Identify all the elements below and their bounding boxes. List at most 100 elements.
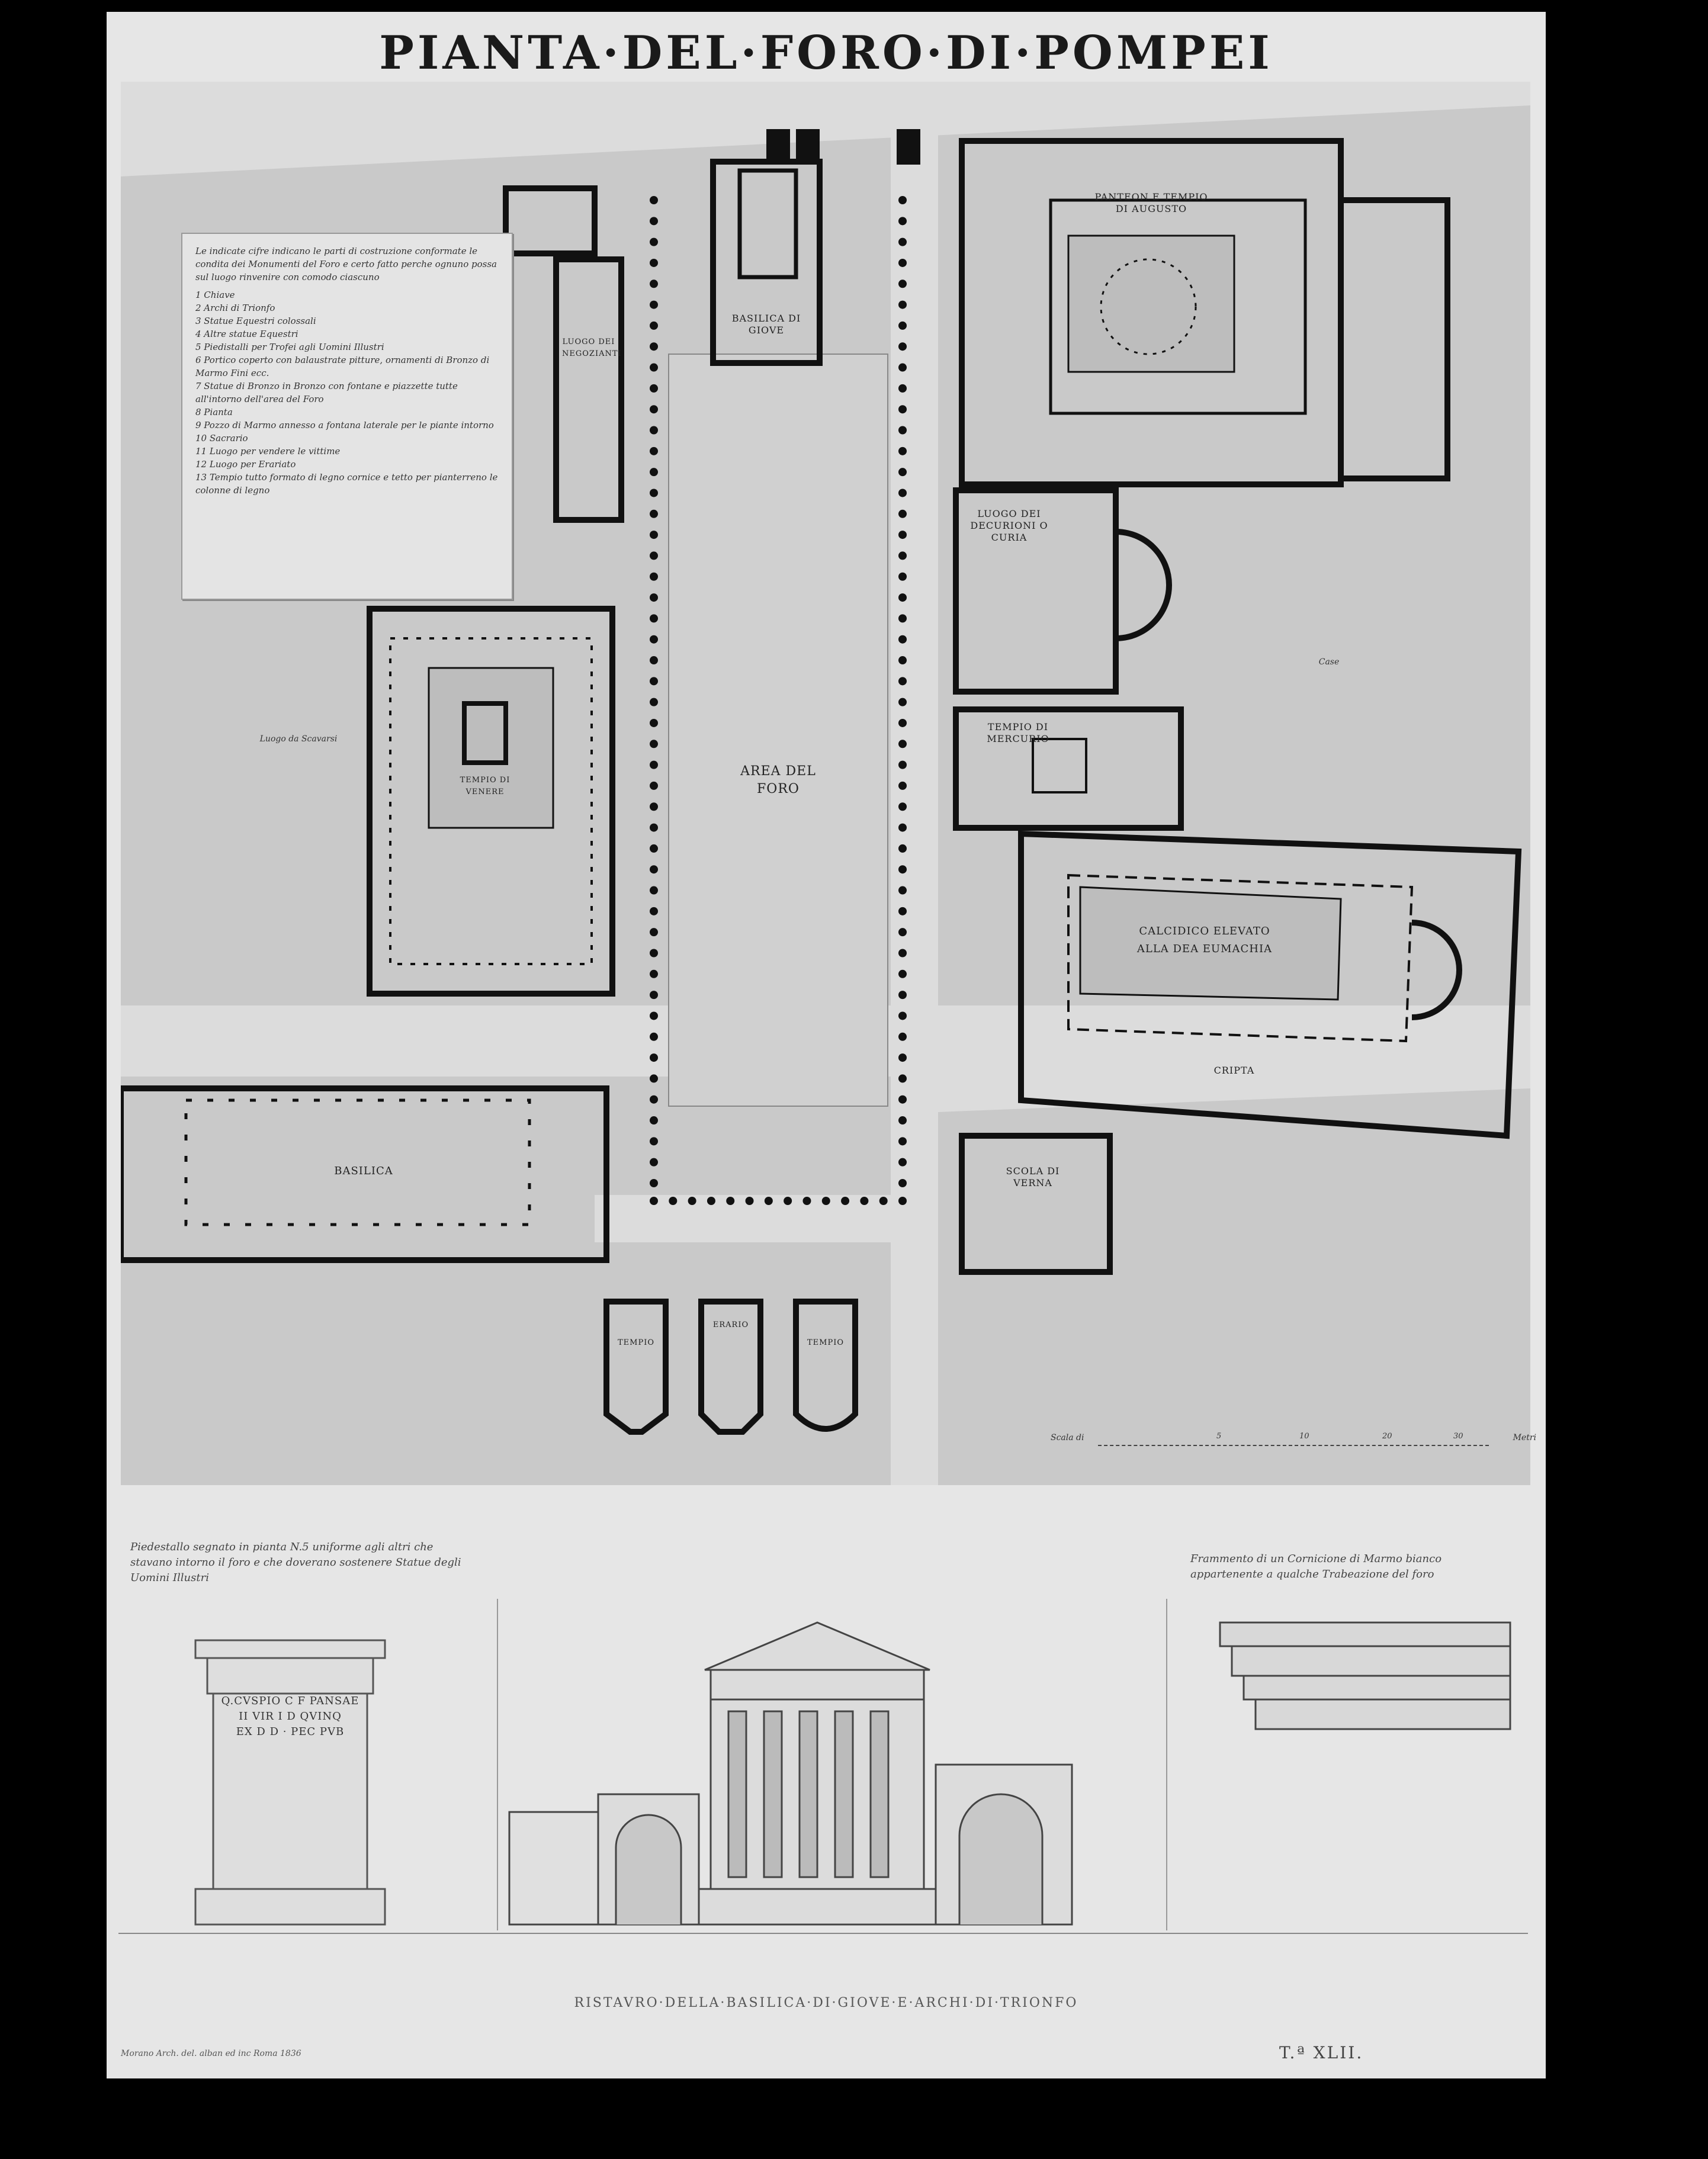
column-dot — [898, 237, 907, 246]
column-dot — [898, 907, 907, 915]
column-dot — [898, 300, 907, 309]
legend-item: 9 Pozzo di Marmo annesso a fontana later… — [195, 420, 494, 430]
label-scola-verna: SCOLA DI VERNA — [1006, 1165, 1060, 1188]
colonnade-east — [898, 196, 907, 1187]
column-dot — [650, 635, 658, 644]
elevation-title: RISTAVRO·DELLA·BASILICA·DI·GIOVE·E·ARCHI… — [574, 1996, 1078, 2010]
label-erario: ERARIO — [712, 1321, 749, 1329]
column-dot — [650, 446, 658, 455]
column-dot — [898, 1053, 907, 1062]
pedestal-drawing — [194, 1639, 386, 1926]
column-dot — [650, 384, 658, 393]
column-dot — [650, 781, 658, 790]
building-of-eumachia — [1018, 830, 1522, 1139]
column-dot — [650, 300, 658, 309]
column-dot — [898, 551, 907, 560]
column-dot — [650, 468, 658, 477]
legend-item: 12 Luogo per Erariato — [195, 459, 296, 470]
column-dot — [898, 928, 907, 937]
column-dot — [898, 844, 907, 853]
colonnade-west — [650, 196, 658, 1187]
column-dot — [650, 886, 658, 895]
plate-number: T.ª XLII. — [1279, 2043, 1364, 2062]
legend-item: 7 Statue di Bronzo in Bronzo con fontane… — [195, 381, 458, 404]
scale-tick: 10 — [1299, 1432, 1309, 1441]
label-luogo-scavarsi: Luogo da Scavarsi — [259, 734, 338, 744]
label-basilica: BASILICA — [334, 1165, 393, 1177]
column-dot — [898, 614, 907, 623]
column-dot — [669, 1197, 678, 1205]
column-dot — [898, 509, 907, 518]
column-dot — [650, 865, 658, 874]
scale-tick: 30 — [1453, 1432, 1463, 1441]
column-dot — [898, 865, 907, 874]
column-dot — [650, 217, 658, 226]
column-dot — [650, 509, 658, 518]
cornice-fragment-drawing — [1219, 1621, 1511, 1730]
column-dot — [650, 1179, 658, 1187]
column-dot — [860, 1197, 869, 1205]
triumphal-arches — [766, 129, 920, 165]
column-dot — [898, 698, 907, 706]
column-dot — [898, 1011, 907, 1020]
column-dot — [650, 551, 658, 560]
column-dot — [898, 1074, 907, 1083]
bottom-section: Piedestallo segnato in pianta N.5 unifor… — [107, 1492, 1546, 2078]
column-dot — [650, 1074, 658, 1083]
column-dot — [650, 907, 658, 915]
column-dot — [650, 1032, 658, 1041]
column-dot — [898, 823, 907, 832]
column-dot — [650, 196, 658, 204]
label-tempio-mercurio: TEMPIO DI MERCURIO — [987, 721, 1049, 744]
column-dot — [879, 1197, 888, 1205]
legend-item: 5 Piedistalli per Trofei agli Uomini Ill… — [195, 342, 384, 352]
legend-item: 3 Statue Equestri colossali — [195, 316, 316, 326]
column-dot — [898, 802, 907, 811]
label-case: Case — [1318, 657, 1340, 667]
column-dot — [650, 969, 658, 978]
scale-label: Scala di — [1051, 1433, 1084, 1442]
label-tempio-venere: TEMPIO DI VENERE — [460, 776, 511, 796]
temple-of-mercury — [953, 706, 1184, 831]
legend-scroll: Le indicate cifre indicano le parti di c… — [181, 233, 513, 600]
column-dot — [841, 1197, 850, 1205]
label-area-del-foro: AREA DEL FORO — [740, 764, 816, 796]
scale-tick: 20 — [1382, 1432, 1392, 1441]
column-dot — [898, 781, 907, 790]
caption-pedestal: Piedestallo segnato in pianta N.5 unifor… — [130, 1541, 461, 1584]
column-dot — [707, 1197, 715, 1205]
pantheon — [959, 138, 1450, 487]
column-dot — [898, 196, 907, 204]
column-dot — [650, 802, 658, 811]
column-dot — [898, 572, 907, 581]
engraver-credit: Morano Arch. del. alban ed inc Roma 1836 — [121, 2049, 301, 2058]
column-dot — [650, 279, 658, 288]
column-dot — [650, 844, 658, 853]
pedestal-inscription: Q.CVSPIO C F PANSAE II VIR I D QVINQ EX … — [213, 1694, 367, 1740]
legend-item: 11 Luogo per vendere le vittime — [195, 446, 341, 457]
label-calcidico: CALCIDICO ELEVATO ALLA DEA EUMACHIA — [1136, 925, 1273, 955]
label-curia: LUOGO DEI DECURIONI O CURIA — [970, 508, 1048, 543]
column-dot — [650, 656, 658, 665]
caption-cornice-fragment: Frammento di un Cornicione di Marmo bian… — [1190, 1553, 1442, 1580]
column-dot — [650, 258, 658, 267]
column-dot — [898, 489, 907, 497]
legend-item: 6 Portico coperto con balaustrate pittur… — [195, 355, 490, 378]
column-dot — [650, 572, 658, 581]
column-dot — [650, 426, 658, 435]
column-dot — [821, 1197, 830, 1205]
column-dot — [650, 718, 658, 727]
column-dot — [650, 991, 658, 1000]
label-luogo-negozianti: LUOGO DEI NEGOZIANTI — [562, 338, 622, 358]
column-dot — [650, 1011, 658, 1020]
label-cripta: CRIPTA — [1213, 1065, 1255, 1076]
column-dot — [650, 1197, 658, 1205]
column-dot — [764, 1197, 773, 1205]
column-dot — [650, 1137, 658, 1146]
column-dot — [650, 321, 658, 330]
scola-di-verna — [959, 1133, 1113, 1275]
building-negozianti — [503, 185, 624, 523]
legend-item: 10 Sacrario — [195, 433, 248, 444]
column-dot — [745, 1197, 754, 1205]
column-dot — [898, 1137, 907, 1146]
